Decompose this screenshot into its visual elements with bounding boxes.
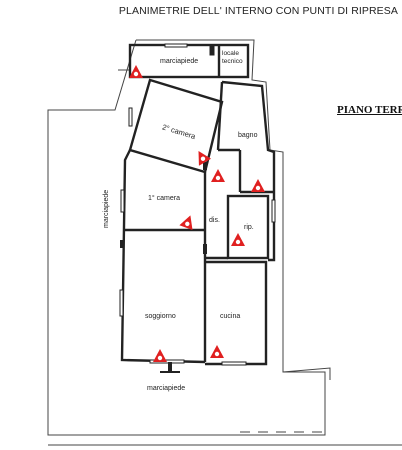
sidewalk-outer-line — [47, 39, 326, 436]
floor-label: PIANO TERRA — [337, 104, 402, 116]
camera-point-triangle — [211, 169, 225, 182]
bottom-boundary — [48, 431, 402, 446]
wall-left-outer — [120, 149, 206, 364]
entrance-post — [168, 362, 172, 372]
wall-top-strip — [128, 43, 250, 79]
camera-point-lens — [157, 355, 163, 361]
wall-bagno-right — [221, 80, 276, 262]
camera-point-lens — [235, 239, 241, 245]
label-locale-tecnico-1: locale — [222, 50, 239, 57]
camera-point-triangle — [153, 349, 167, 362]
camera-point-lens — [185, 221, 190, 227]
camera-point-lens — [215, 175, 221, 181]
label-camera2: 2° camera — [161, 122, 197, 141]
window-top — [164, 43, 188, 48]
drawing-title-text: PLANIMETRIE DELL' INTERNO CON PUNTI DI R… — [118, 5, 398, 17]
label-bagno: bagno — [238, 132, 258, 139]
wall-bagno-left — [216, 81, 224, 151]
label-camera1: 1° camera — [148, 194, 180, 202]
label-soggiorno: soggiorno — [145, 313, 176, 320]
window-soggiorno-bottom — [149, 359, 185, 364]
label-marciapiede-bottom: marciapiede — [147, 385, 185, 392]
camera-point-triangle — [179, 215, 193, 231]
camera-points — [129, 65, 265, 362]
label-marciapiede-left: marciapiede — [103, 190, 110, 228]
camera-point-lens — [200, 156, 206, 161]
camera-point-triangle — [129, 65, 143, 78]
camera-point-marker — [129, 65, 143, 78]
camera-point-marker — [210, 345, 224, 358]
label-locale-tecnico-2: tecnico — [222, 58, 243, 65]
window-camera2 — [128, 107, 133, 127]
camera-point-marker — [211, 169, 225, 182]
camera-point-marker — [153, 349, 167, 362]
camera-point-triangle — [231, 233, 245, 246]
camera-point-triangle — [251, 179, 265, 192]
label-marciapiede-top: marciapiede — [160, 58, 198, 65]
room-labels: marciapiede locale tecnico 2° camera bag… — [103, 50, 258, 392]
wall-ripostiglio — [226, 194, 270, 260]
camera-point-lens — [133, 71, 139, 77]
camera-point-marker — [198, 150, 212, 166]
camera-point-marker — [179, 215, 193, 231]
camera-point-triangle — [210, 345, 224, 358]
label-cucina: cucina — [220, 313, 240, 320]
camera-point-lens — [214, 351, 220, 357]
drawing-title: PLANIMETRIE DELL' INTERNO CON PUNTI DI R… — [0, 5, 402, 17]
label-rip: rip. — [244, 224, 254, 231]
label-dis: dis. — [209, 217, 220, 224]
camera-point-marker — [251, 179, 265, 192]
camera-point-lens — [255, 185, 261, 191]
post-3 — [203, 162, 207, 170]
window-camera1 — [120, 189, 125, 213]
window-cucina-bottom — [221, 361, 247, 366]
post-2 — [203, 244, 207, 254]
window-soggiorno — [119, 289, 124, 317]
wall-posts — [120, 162, 207, 373]
meter-box — [209, 44, 215, 56]
post-1 — [120, 240, 124, 248]
openings — [119, 43, 276, 366]
building-walls — [120, 43, 276, 366]
sidewalk-outline — [47, 39, 326, 436]
window-right — [271, 199, 276, 223]
camera-point-marker — [231, 233, 245, 246]
entrance-step — [160, 371, 180, 373]
sidewalk-right-piece — [282, 367, 331, 380]
